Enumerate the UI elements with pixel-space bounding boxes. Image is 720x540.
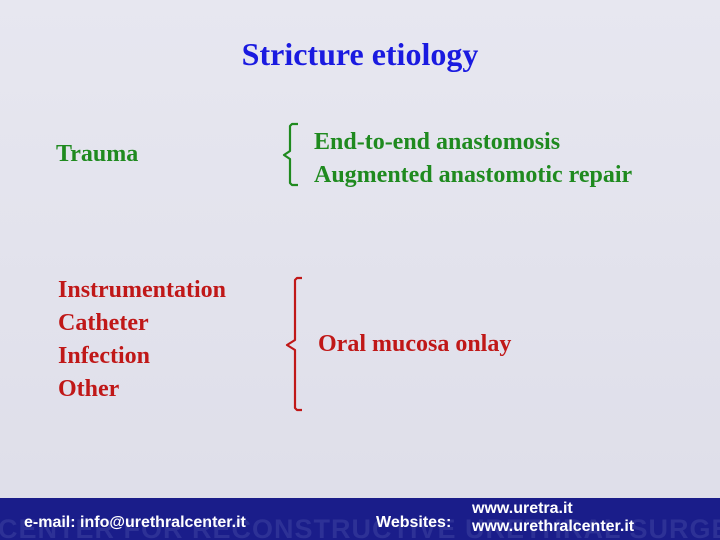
footer-email: e-mail: info@urethralcenter.it — [24, 514, 246, 531]
cause-item: Catheter — [58, 310, 149, 336]
footer-watermark: CENTER FOR RECONSTRUCTIVE URETHRAL SURGE… — [0, 514, 720, 540]
trauma-repairs: End-to-end anastomosis Augmented anastom… — [314, 126, 632, 192]
onlay-label: Oral mucosa onlay — [318, 331, 512, 357]
cause-item: Other — [58, 376, 120, 402]
trauma-label: Trauma — [56, 141, 139, 167]
cause-item: Instrumentation — [58, 277, 227, 303]
repair-item: Augmented anastomotic repair — [314, 162, 633, 188]
footer-bar: CENTER FOR RECONSTRUCTIVE URETHRAL SURGE… — [0, 498, 720, 540]
causes-brace — [285, 276, 302, 412]
website-link[interactable]: www.urethralcenter.it — [472, 518, 635, 535]
cause-item: Infection — [58, 343, 150, 369]
website-link[interactable]: www.uretra.it — [472, 500, 573, 517]
footer-websites-label: Websites: — [376, 514, 452, 531]
trauma-brace — [282, 122, 298, 187]
slide-title: Stricture etiology — [241, 36, 479, 72]
causes-list: Instrumentation Catheter Infection Other — [58, 274, 226, 406]
footer-websites: www.uretra.it www.urethralcenter.it — [472, 500, 634, 536]
repair-item: End-to-end anastomosis — [314, 129, 561, 155]
